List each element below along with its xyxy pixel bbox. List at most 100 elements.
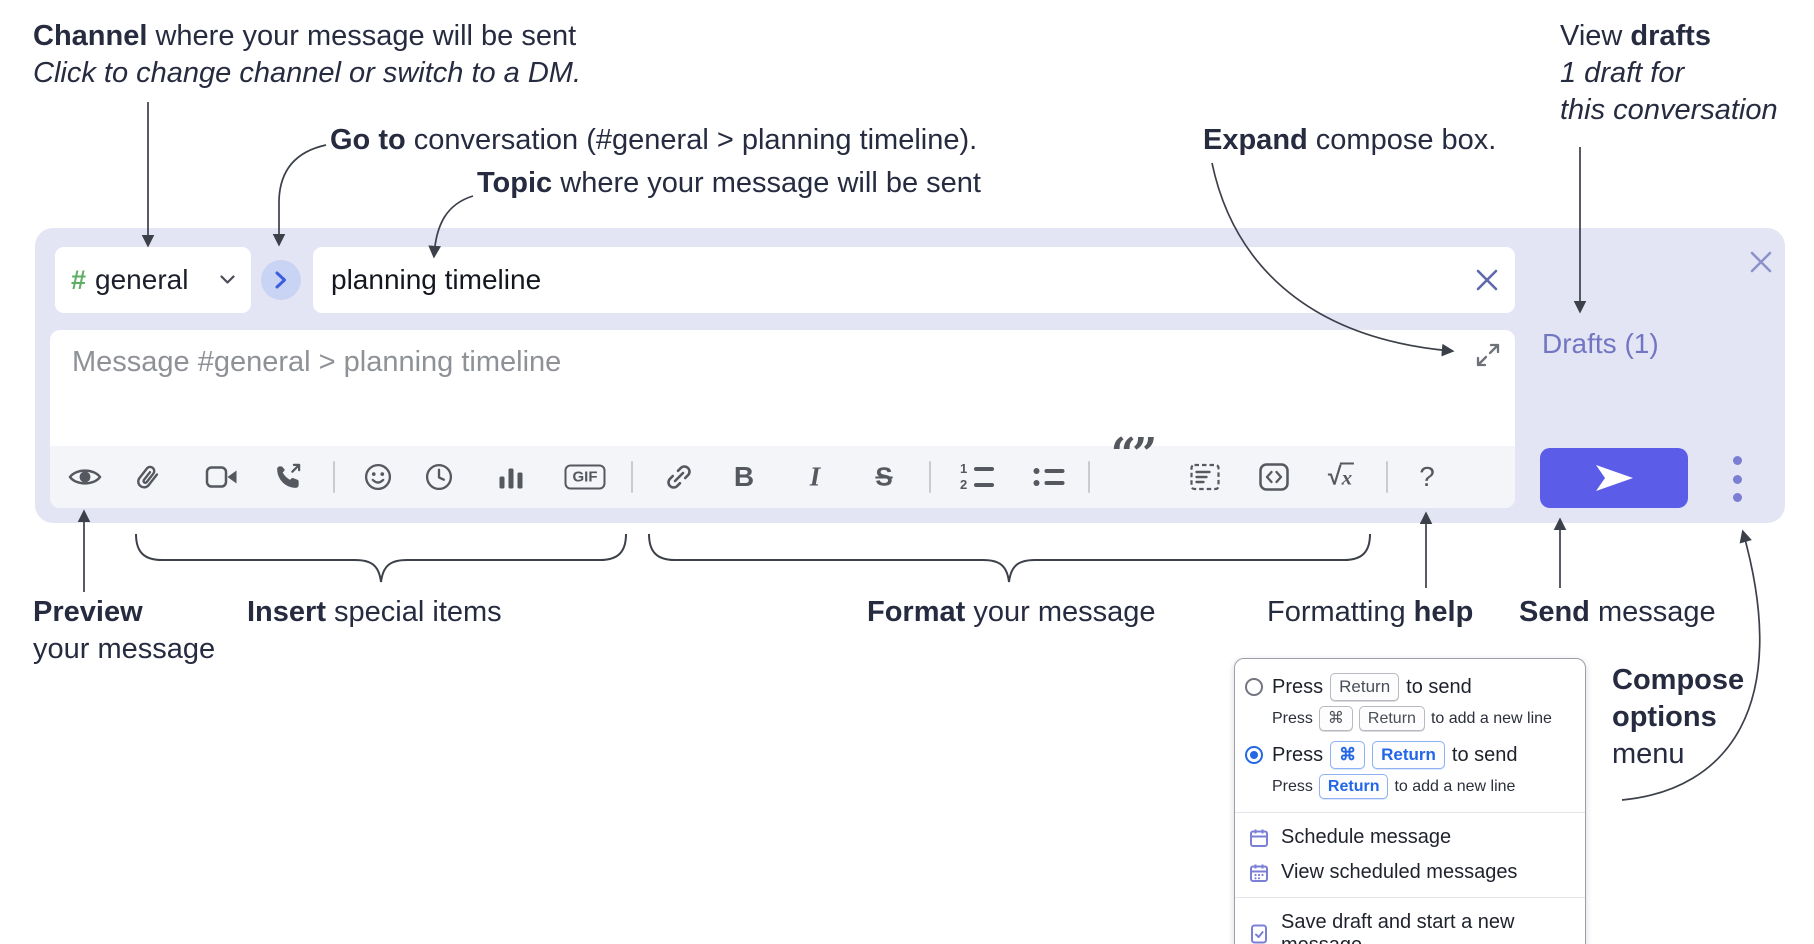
- menu-item-label: Schedule message: [1281, 826, 1452, 848]
- annotation-topic: Topic where your message will be sent: [477, 165, 981, 202]
- menu-item-view-scheduled[interactable]: View scheduled messages: [1235, 855, 1585, 890]
- menu-item-label: View scheduled messages: [1281, 861, 1518, 883]
- radio-selected[interactable]: [1245, 746, 1263, 764]
- toolbar-divider: [929, 461, 931, 493]
- annotation-send-rest: message: [1589, 596, 1716, 628]
- annotation-drafts-bold: drafts: [1630, 20, 1711, 52]
- brace-insert: [135, 533, 627, 583]
- key-return: Return: [1330, 673, 1400, 701]
- annotation-channel-rest: where your message will be sent: [147, 20, 577, 52]
- italic-icon[interactable]: I: [809, 461, 821, 492]
- sqrt-var-glyph: x: [1339, 462, 1355, 491]
- close-compose-icon[interactable]: [1743, 244, 1779, 280]
- preview-eye-icon[interactable]: [68, 465, 102, 489]
- annotation-compose-line1: Compose: [1612, 664, 1745, 696]
- strikethrough-icon[interactable]: S: [875, 461, 893, 492]
- clear-topic-icon[interactable]: [1467, 260, 1507, 300]
- annotation-view-drafts: View drafts 1 draft for this conversatio…: [1560, 18, 1778, 129]
- topic-field: [313, 247, 1515, 313]
- emoji-smiley-icon[interactable]: [364, 463, 393, 492]
- annotation-drafts-line3: this conversation: [1560, 94, 1778, 126]
- annotation-goto-rest: conversation (#general > planning timeli…: [405, 124, 978, 156]
- paperclip-attach-icon[interactable]: [134, 462, 162, 492]
- toolbar-divider: [631, 461, 633, 493]
- annotation-insert-rest: special items: [325, 596, 502, 628]
- opt2-sub-press: Press: [1272, 777, 1313, 795]
- opt2-press: Press: [1272, 743, 1324, 766]
- annotation-format: Format your message: [867, 594, 1156, 631]
- send-icon: [1596, 465, 1633, 491]
- radio-unselected[interactable]: [1245, 678, 1263, 696]
- annotation-goto: Go to conversation (#general > planning …: [330, 122, 977, 159]
- annotation-format-bold: Format: [867, 596, 966, 628]
- sqrt-root-glyph: √: [1327, 462, 1342, 491]
- formatting-help-icon[interactable]: ?: [1419, 461, 1435, 492]
- send-button[interactable]: [1540, 448, 1688, 508]
- annotation-channel: Channel where your message will be sent …: [33, 18, 581, 92]
- menu-option1-subtext: Press ⌘ Return to add a new line: [1235, 703, 1585, 737]
- bold-icon[interactable]: B: [733, 461, 755, 492]
- key-cmd: ⌘: [1318, 706, 1353, 731]
- annotation-drafts-line2: 1 draft for: [1560, 57, 1685, 89]
- annotation-expand-rest: compose box.: [1307, 124, 1497, 156]
- document-check-icon: [1251, 924, 1267, 944]
- blockquote-icon[interactable]: “”: [1110, 429, 1158, 480]
- annotation-goto-bold: Go to: [330, 124, 406, 156]
- compose-box: # general: [35, 228, 1785, 523]
- calendar-icon: [1250, 829, 1268, 847]
- gif-icon[interactable]: GIF: [564, 464, 606, 490]
- ol-number-1: 1: [960, 461, 968, 476]
- compose-options-menu: Press Return to send Press ⌘ Return to a…: [1234, 658, 1586, 944]
- menu-item-save-draft[interactable]: Save draft and start a new message: [1235, 905, 1585, 944]
- drafts-link[interactable]: Drafts (1): [1542, 328, 1659, 359]
- message-input[interactable]: [50, 330, 1515, 442]
- bulleted-list-icon[interactable]: [1033, 468, 1065, 486]
- menu-option2-subtext: Press Return to add a new line: [1235, 771, 1585, 805]
- menu-item-label: Save draft and start a new message: [1281, 911, 1515, 944]
- ordered-list-icon[interactable]: 1 2: [960, 461, 994, 492]
- chevron-right-icon: [275, 271, 286, 289]
- opt2-suffix: to send: [1451, 743, 1518, 766]
- expand-compose-icon[interactable]: [1475, 342, 1501, 368]
- annotation-channel-sub: Click to change channel or switch to a D…: [33, 57, 582, 89]
- annotation-send-bold: Send: [1519, 596, 1590, 628]
- annotation-drafts-pre: View: [1560, 20, 1631, 52]
- opt1-press: Press: [1272, 675, 1324, 698]
- clock-icon[interactable]: [425, 463, 454, 492]
- annotation-insert: Insert special items: [247, 594, 502, 631]
- ol-number-2: 2: [960, 477, 968, 492]
- annotation-formatting-help: Formatting help: [1267, 594, 1473, 631]
- annotation-channel-bold: Channel: [33, 20, 148, 52]
- toolbar-divider: [333, 461, 335, 493]
- annotation-compose-options: Compose options menu: [1612, 662, 1744, 773]
- link-icon[interactable]: [664, 462, 694, 492]
- annotation-topic-rest: where your message will be sent: [552, 167, 981, 199]
- key-cmd-blue: ⌘: [1330, 741, 1366, 769]
- annotation-expand: Expand compose box.: [1203, 122, 1496, 159]
- topic-input[interactable]: [313, 264, 1467, 296]
- brace-format: [648, 533, 1371, 583]
- phone-call-icon[interactable]: [274, 463, 303, 492]
- menu-divider: [1235, 812, 1585, 813]
- compose-options-menu-icon[interactable]: [1717, 456, 1757, 502]
- channel-hash-icon: #: [71, 264, 87, 295]
- annotation-preview: Preview your message: [33, 594, 215, 668]
- channel-selector-button[interactable]: # general: [55, 247, 251, 313]
- code-block-icon[interactable]: [1189, 462, 1221, 492]
- code-icon[interactable]: [1259, 463, 1290, 492]
- menu-option-return-to-send[interactable]: Press Return to send: [1235, 669, 1585, 703]
- toolbar-divider: [1386, 461, 1388, 493]
- menu-divider: [1235, 897, 1585, 898]
- bar-chart-poll-icon[interactable]: [498, 464, 525, 491]
- annotation-topic-bold: Topic: [477, 167, 553, 199]
- menu-option-cmd-return-to-send[interactable]: Press ⌘ Return to send: [1235, 737, 1585, 771]
- annotation-compose-line2: options: [1612, 701, 1717, 733]
- formula-icon[interactable]: √x: [1327, 462, 1355, 492]
- menu-item-schedule-message[interactable]: Schedule message: [1235, 820, 1585, 855]
- toolbar-divider: [1088, 461, 1090, 493]
- video-camera-icon[interactable]: [205, 465, 239, 489]
- annotation-preview-line2: your message: [33, 633, 216, 665]
- goto-conversation-button[interactable]: [261, 260, 301, 300]
- compose-toolbar: GIF B I S 1 2: [50, 433, 1515, 508]
- chevron-down-icon: [220, 275, 235, 285]
